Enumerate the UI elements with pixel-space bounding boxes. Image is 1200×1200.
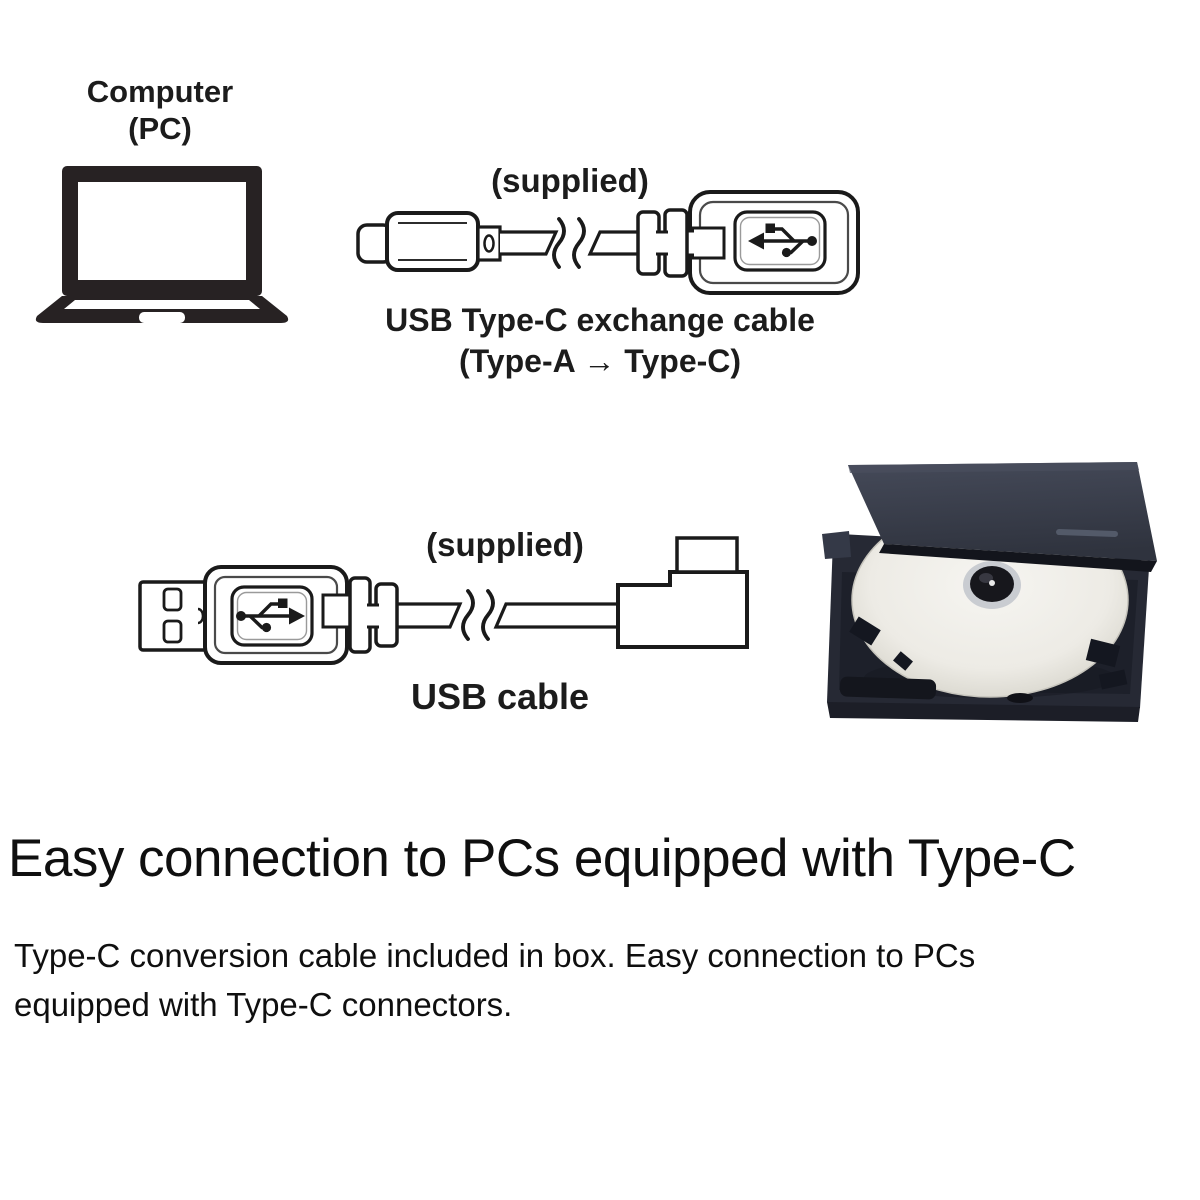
right-angle-usb-type-c-plug-icon xyxy=(616,536,749,649)
cable-break-mark xyxy=(481,589,495,641)
section-body-line1: Type-C conversion cable included in box.… xyxy=(14,937,976,974)
section-body-line2: equipped with Type-C connectors. xyxy=(14,985,513,1023)
usb-type-a-plug-icon xyxy=(686,190,860,295)
section-body: Type-C conversion cable included in box.… xyxy=(14,932,1134,1029)
usb-cable-icon xyxy=(138,536,749,665)
computer-label-line2: (PC) xyxy=(128,110,192,146)
supplied-label-usb-cable: (supplied) xyxy=(426,526,584,563)
section-heading: Easy connection to PCs equipped with Typ… xyxy=(8,829,1076,888)
computer-label-line1: Computer xyxy=(86,74,234,109)
supplied-label-typec-cable: (supplied) xyxy=(491,162,649,199)
external-optical-drive-image xyxy=(822,462,1157,722)
typec-cable-direction: (Type-A → Type-C) xyxy=(458,342,742,379)
computer-label: Computer (PC) xyxy=(40,74,280,147)
laptop-icon xyxy=(35,166,289,323)
cable-break-mark xyxy=(461,589,475,641)
typec-cable-caption: USB Type-C exchange cable (Type-A → Type… xyxy=(300,300,900,382)
usb-type-c-exchange-cable-icon xyxy=(356,190,860,295)
typec-cable-name: USB Type-C exchange cable xyxy=(385,302,815,338)
cable-break-mark xyxy=(572,217,586,269)
usb-cable-name: USB cable xyxy=(410,676,590,717)
cable-break-mark xyxy=(552,217,566,269)
usb-type-a-plug-icon xyxy=(138,565,351,665)
drive-lid xyxy=(822,462,1157,572)
